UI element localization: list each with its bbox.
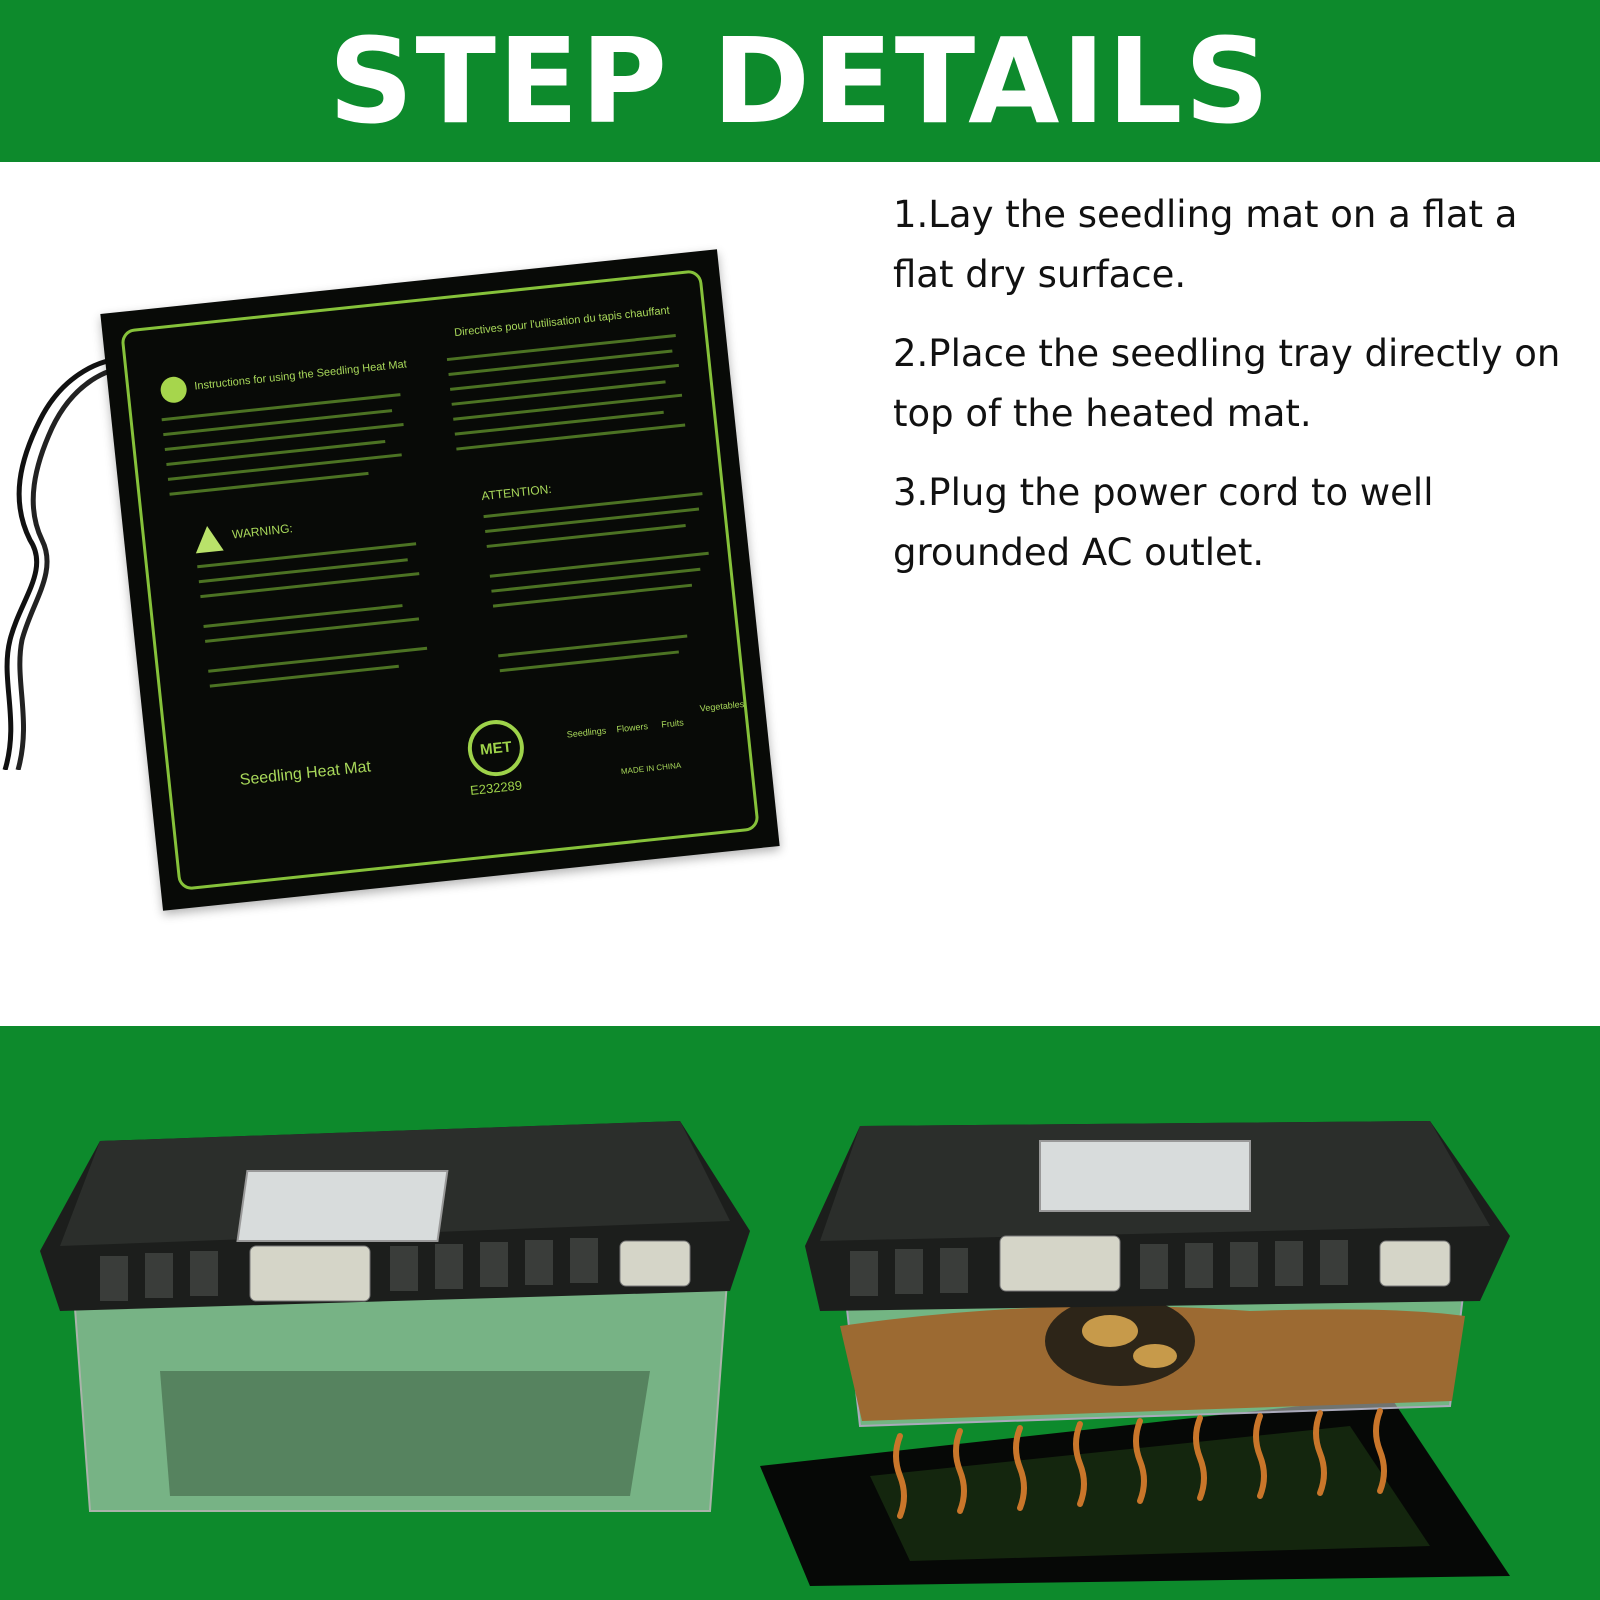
header-banner: STEP DETAILS (0, 0, 1600, 162)
warning-icon (193, 524, 224, 554)
steps-list: 1.Lay the seedling mat on a flat a flat … (893, 185, 1583, 602)
bottom-photo-panel (0, 1026, 1600, 1600)
power-cord-icon (2, 355, 150, 770)
step-3: 3.Plug the power cord to well grounded A… (893, 471, 1434, 574)
empty-tank-image (40, 1121, 750, 1512)
tank-on-mat-image (760, 1121, 1510, 1586)
heat-mat: Instructions for using the Seedling Heat… (100, 249, 780, 911)
step-1: 1.Lay the seedling mat on a flat a flat … (893, 193, 1518, 296)
heat-mat-image: Instructions for using the Seedling Heat… (0, 200, 880, 1000)
page-title: STEP DETAILS (328, 12, 1272, 150)
step-2: 2.Place the seedling tray directly on to… (893, 332, 1561, 435)
